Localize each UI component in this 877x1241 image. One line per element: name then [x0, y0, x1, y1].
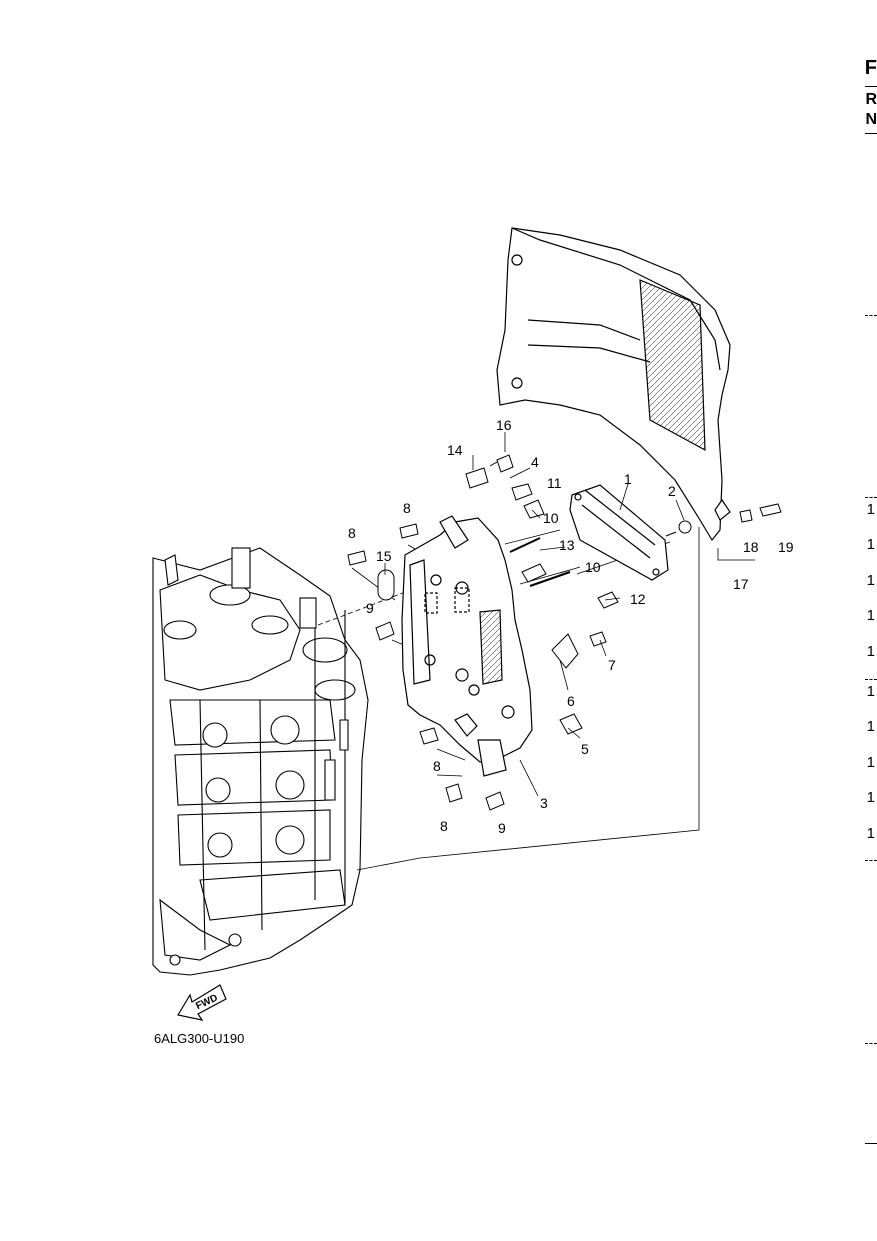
- callout-8b: 8: [403, 500, 411, 516]
- small-parts: [347, 454, 782, 811]
- callout-6: 6: [567, 693, 575, 709]
- callout-10a: 10: [543, 510, 559, 526]
- callout-10b: 10: [585, 559, 601, 575]
- callout-16: 16: [496, 417, 512, 433]
- edge-fragment: 1: [866, 643, 875, 660]
- callout-19: 19: [778, 539, 794, 555]
- bracket-17: [717, 548, 755, 561]
- leader-lines: [384, 432, 685, 797]
- edge-dash: [865, 1043, 877, 1044]
- callout-7: 7: [608, 657, 616, 673]
- callout-17: 17: [733, 576, 749, 592]
- callout-9a: 9: [366, 600, 374, 616]
- callout-3: 3: [540, 795, 548, 811]
- callout-8d: 8: [440, 818, 448, 834]
- edge-letter-f: F: [864, 57, 877, 79]
- callout-5: 5: [581, 741, 589, 757]
- callout-11: 11: [547, 475, 562, 491]
- edge-dash: [865, 315, 877, 316]
- edge-fragment: 1: [866, 501, 875, 518]
- callout-12: 12: [630, 591, 646, 607]
- control-unit: [569, 484, 669, 581]
- callout-2: 2: [668, 483, 676, 499]
- edge-fragment: 1: [866, 754, 875, 771]
- edge-fragment: 1: [866, 718, 875, 735]
- edge-fragment: 1: [866, 789, 875, 806]
- callout-15: 15: [376, 548, 392, 564]
- edge-fragment: 1: [866, 536, 875, 553]
- callout-labels: 1 2 3 4 5 6 7 8 8 8 8 9 9 10 10 11 12 13…: [348, 417, 794, 836]
- edge-letter-r: R: [865, 91, 877, 108]
- edge-dash: [865, 679, 877, 680]
- edge-fragment: 1: [866, 607, 875, 624]
- forward-arrow-icon: FWD: [177, 984, 227, 1021]
- callout-14: 14: [447, 442, 463, 458]
- edge-fragment: 1: [866, 683, 875, 700]
- callout-18: 18: [743, 539, 759, 555]
- edge-letter-n: N: [865, 111, 877, 128]
- engine-block: [152, 547, 369, 976]
- callout-8a: 8: [348, 525, 356, 541]
- edge-dash: [865, 497, 877, 498]
- callout-8c: 8: [433, 758, 441, 774]
- reference-lines: [317, 527, 700, 871]
- edge-rule: [865, 1143, 877, 1144]
- callout-13: 13: [559, 537, 575, 553]
- diagram-code: 6ALG300-U190: [154, 1031, 245, 1046]
- edge-fragment: 1: [866, 825, 875, 842]
- edge-rule: [865, 86, 877, 87]
- callout-9b: 9: [498, 820, 506, 836]
- bracket-plate: [401, 515, 533, 777]
- callout-4: 4: [531, 454, 539, 470]
- edge-dash: [865, 860, 877, 861]
- top-cover: [496, 227, 731, 542]
- callout-1: 1: [624, 471, 632, 487]
- edge-fragment: 1: [866, 572, 875, 589]
- edge-rule: [865, 133, 877, 134]
